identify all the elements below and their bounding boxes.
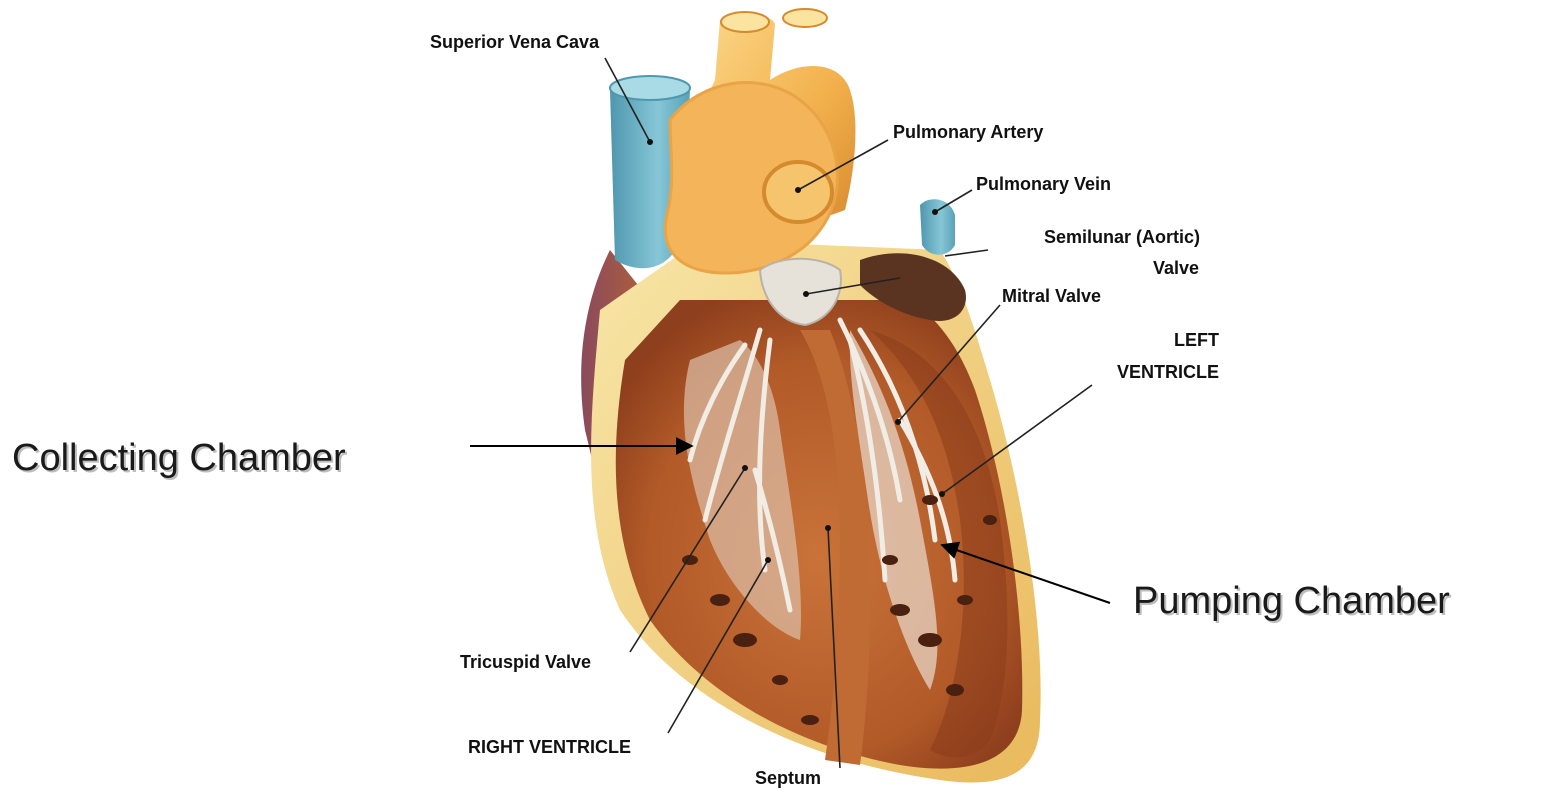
dot-mitral-valve [895, 419, 901, 425]
label-semilunar-valve-line2: Valve [1153, 258, 1199, 278]
dot-tricuspid-valve [742, 465, 748, 471]
label-left-ventricle-line1: LEFT [1174, 330, 1219, 350]
dot-pulmonary-artery [795, 187, 801, 193]
callout-pumping-chamber: Pumping Chamber [1133, 580, 1450, 622]
label-right-ventricle: RIGHT VENTRICLE [468, 737, 631, 757]
callout-collecting-chamber: Collecting Chamber [12, 437, 346, 479]
svc-opening [610, 76, 690, 100]
label-pulmonary-artery: Pulmonary Artery [893, 122, 1043, 142]
dot-pulmonary-vein [932, 209, 938, 215]
label-pulmonary-vein: Pulmonary Vein [976, 174, 1111, 194]
label-septum: Septum [755, 768, 821, 788]
label-tricuspid-valve: Tricuspid Valve [460, 652, 591, 672]
pulmonary-vein [920, 199, 955, 254]
dot-aortic-valve [803, 291, 809, 297]
dot-superior-vena-cava [647, 139, 653, 145]
leader-semilunar-valve [945, 250, 988, 256]
label-left-ventricle-line2: VENTRICLE [1117, 362, 1219, 382]
aortic-branch-2 [783, 9, 827, 27]
dot-left-ventricle [939, 491, 945, 497]
dot-right-ventricle [765, 557, 771, 563]
label-semilunar-valve-line1: Semilunar (Aortic) [1044, 227, 1200, 247]
dot-septum [825, 525, 831, 531]
aortic-branch-1 [721, 12, 769, 32]
label-mitral-valve: Mitral Valve [1002, 286, 1101, 306]
label-superior-vena-cava: Superior Vena Cava [430, 32, 600, 52]
